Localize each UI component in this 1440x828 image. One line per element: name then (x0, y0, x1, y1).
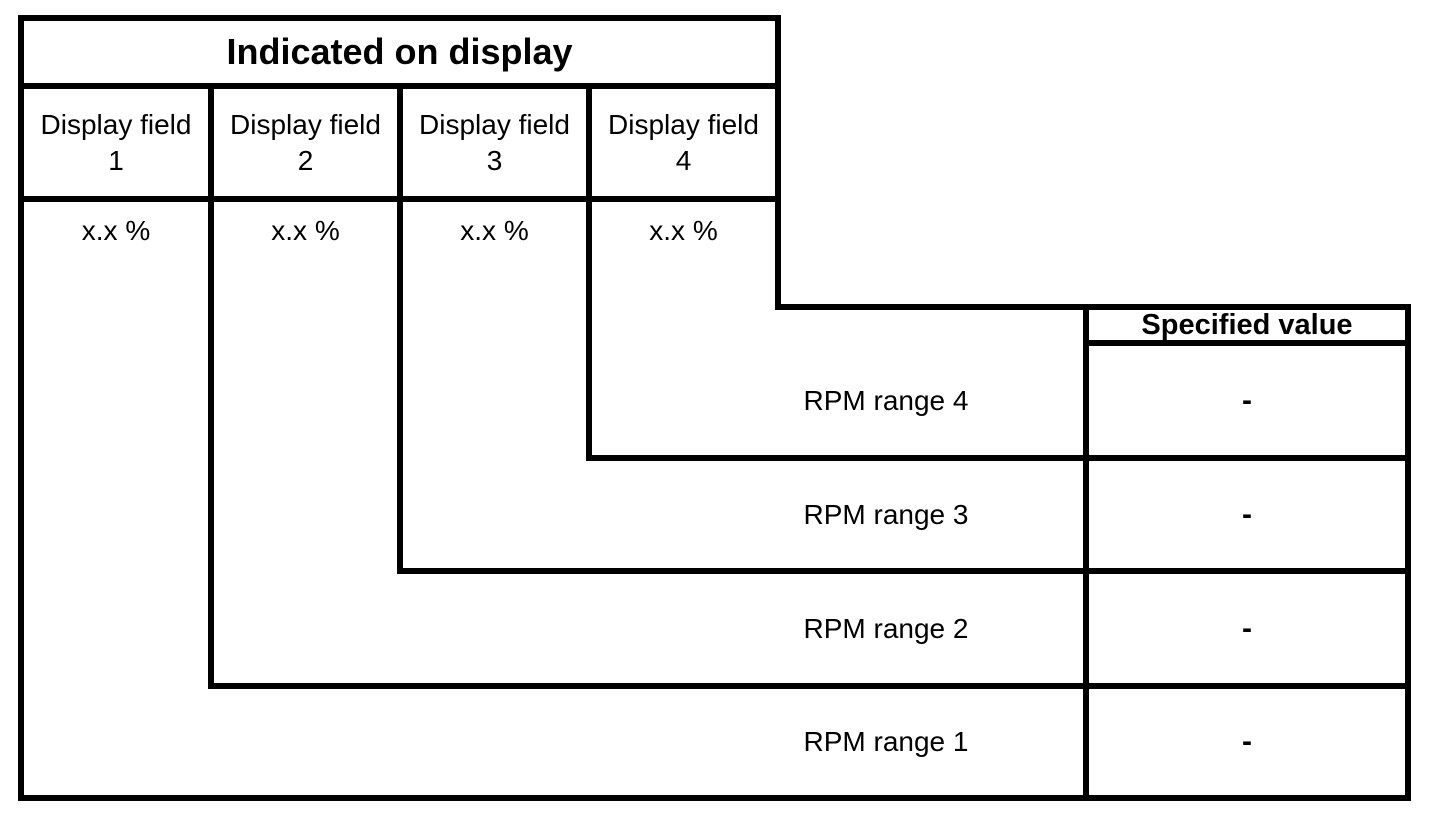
specified-value-header: Specified value (1141, 308, 1353, 341)
border-line-top (18, 15, 781, 21)
rpm-range-1-label: RPM range 1 (803, 726, 969, 757)
column-divider-field2-field3 (397, 83, 403, 574)
display-field-1-value: x.x % (81, 215, 151, 246)
display-field-1-label: Display field (40, 108, 192, 140)
row-divider-specheader-bottom (1083, 340, 1411, 346)
specified-value-range2: - (1242, 611, 1252, 645)
rpm-range-2-label: RPM range 2 (803, 612, 969, 644)
display-field-2-number: 2 (297, 144, 314, 176)
column-divider-field3-field4 (586, 83, 592, 461)
display-field-1-header: Display field 1 (24, 89, 208, 196)
display-field-1-number: 1 (108, 144, 124, 176)
display-field-4-header: Display field 4 (592, 89, 775, 196)
specified-value-range3: - (1242, 497, 1252, 531)
specified-value-range4: - (1242, 383, 1252, 417)
display-field-4-number: 4 (675, 144, 692, 176)
step-line-range4-top (775, 304, 1411, 310)
border-line-field4-right (775, 15, 781, 310)
display-field-3-header: Display field 3 (403, 89, 586, 196)
specified-value-range1: - (1242, 725, 1252, 758)
row-divider-fieldheader-bottom (18, 196, 781, 202)
display-field-2-label: Display field (230, 108, 381, 140)
step-line-range4-bottom (586, 455, 1411, 461)
row-divider-title-bottom (18, 83, 781, 89)
display-field-2-header: Display field 2 (214, 89, 397, 196)
column-divider-field1-field2 (208, 83, 214, 689)
display-field-3-value: x.x % (460, 215, 529, 246)
display-field-4-value: x.x % (649, 215, 718, 246)
column-divider-specified-left (1083, 304, 1089, 801)
rpm-range-3-label: RPM range 3 (803, 498, 969, 530)
display-field-2-value: x.x % (271, 215, 340, 246)
border-line-right (1405, 304, 1411, 801)
step-line-range3-bottom (397, 568, 1411, 574)
step-line-range2-bottom (208, 683, 1411, 689)
border-line-bottom (18, 795, 1411, 801)
display-field-3-number: 3 (486, 144, 503, 176)
border-line-left (18, 15, 24, 801)
table-title: Indicated on display (226, 31, 573, 72)
display-field-4-label: Display field (608, 108, 759, 140)
display-field-3-label: Display field (419, 108, 570, 140)
rpm-range-4-label: RPM range 4 (803, 384, 969, 416)
